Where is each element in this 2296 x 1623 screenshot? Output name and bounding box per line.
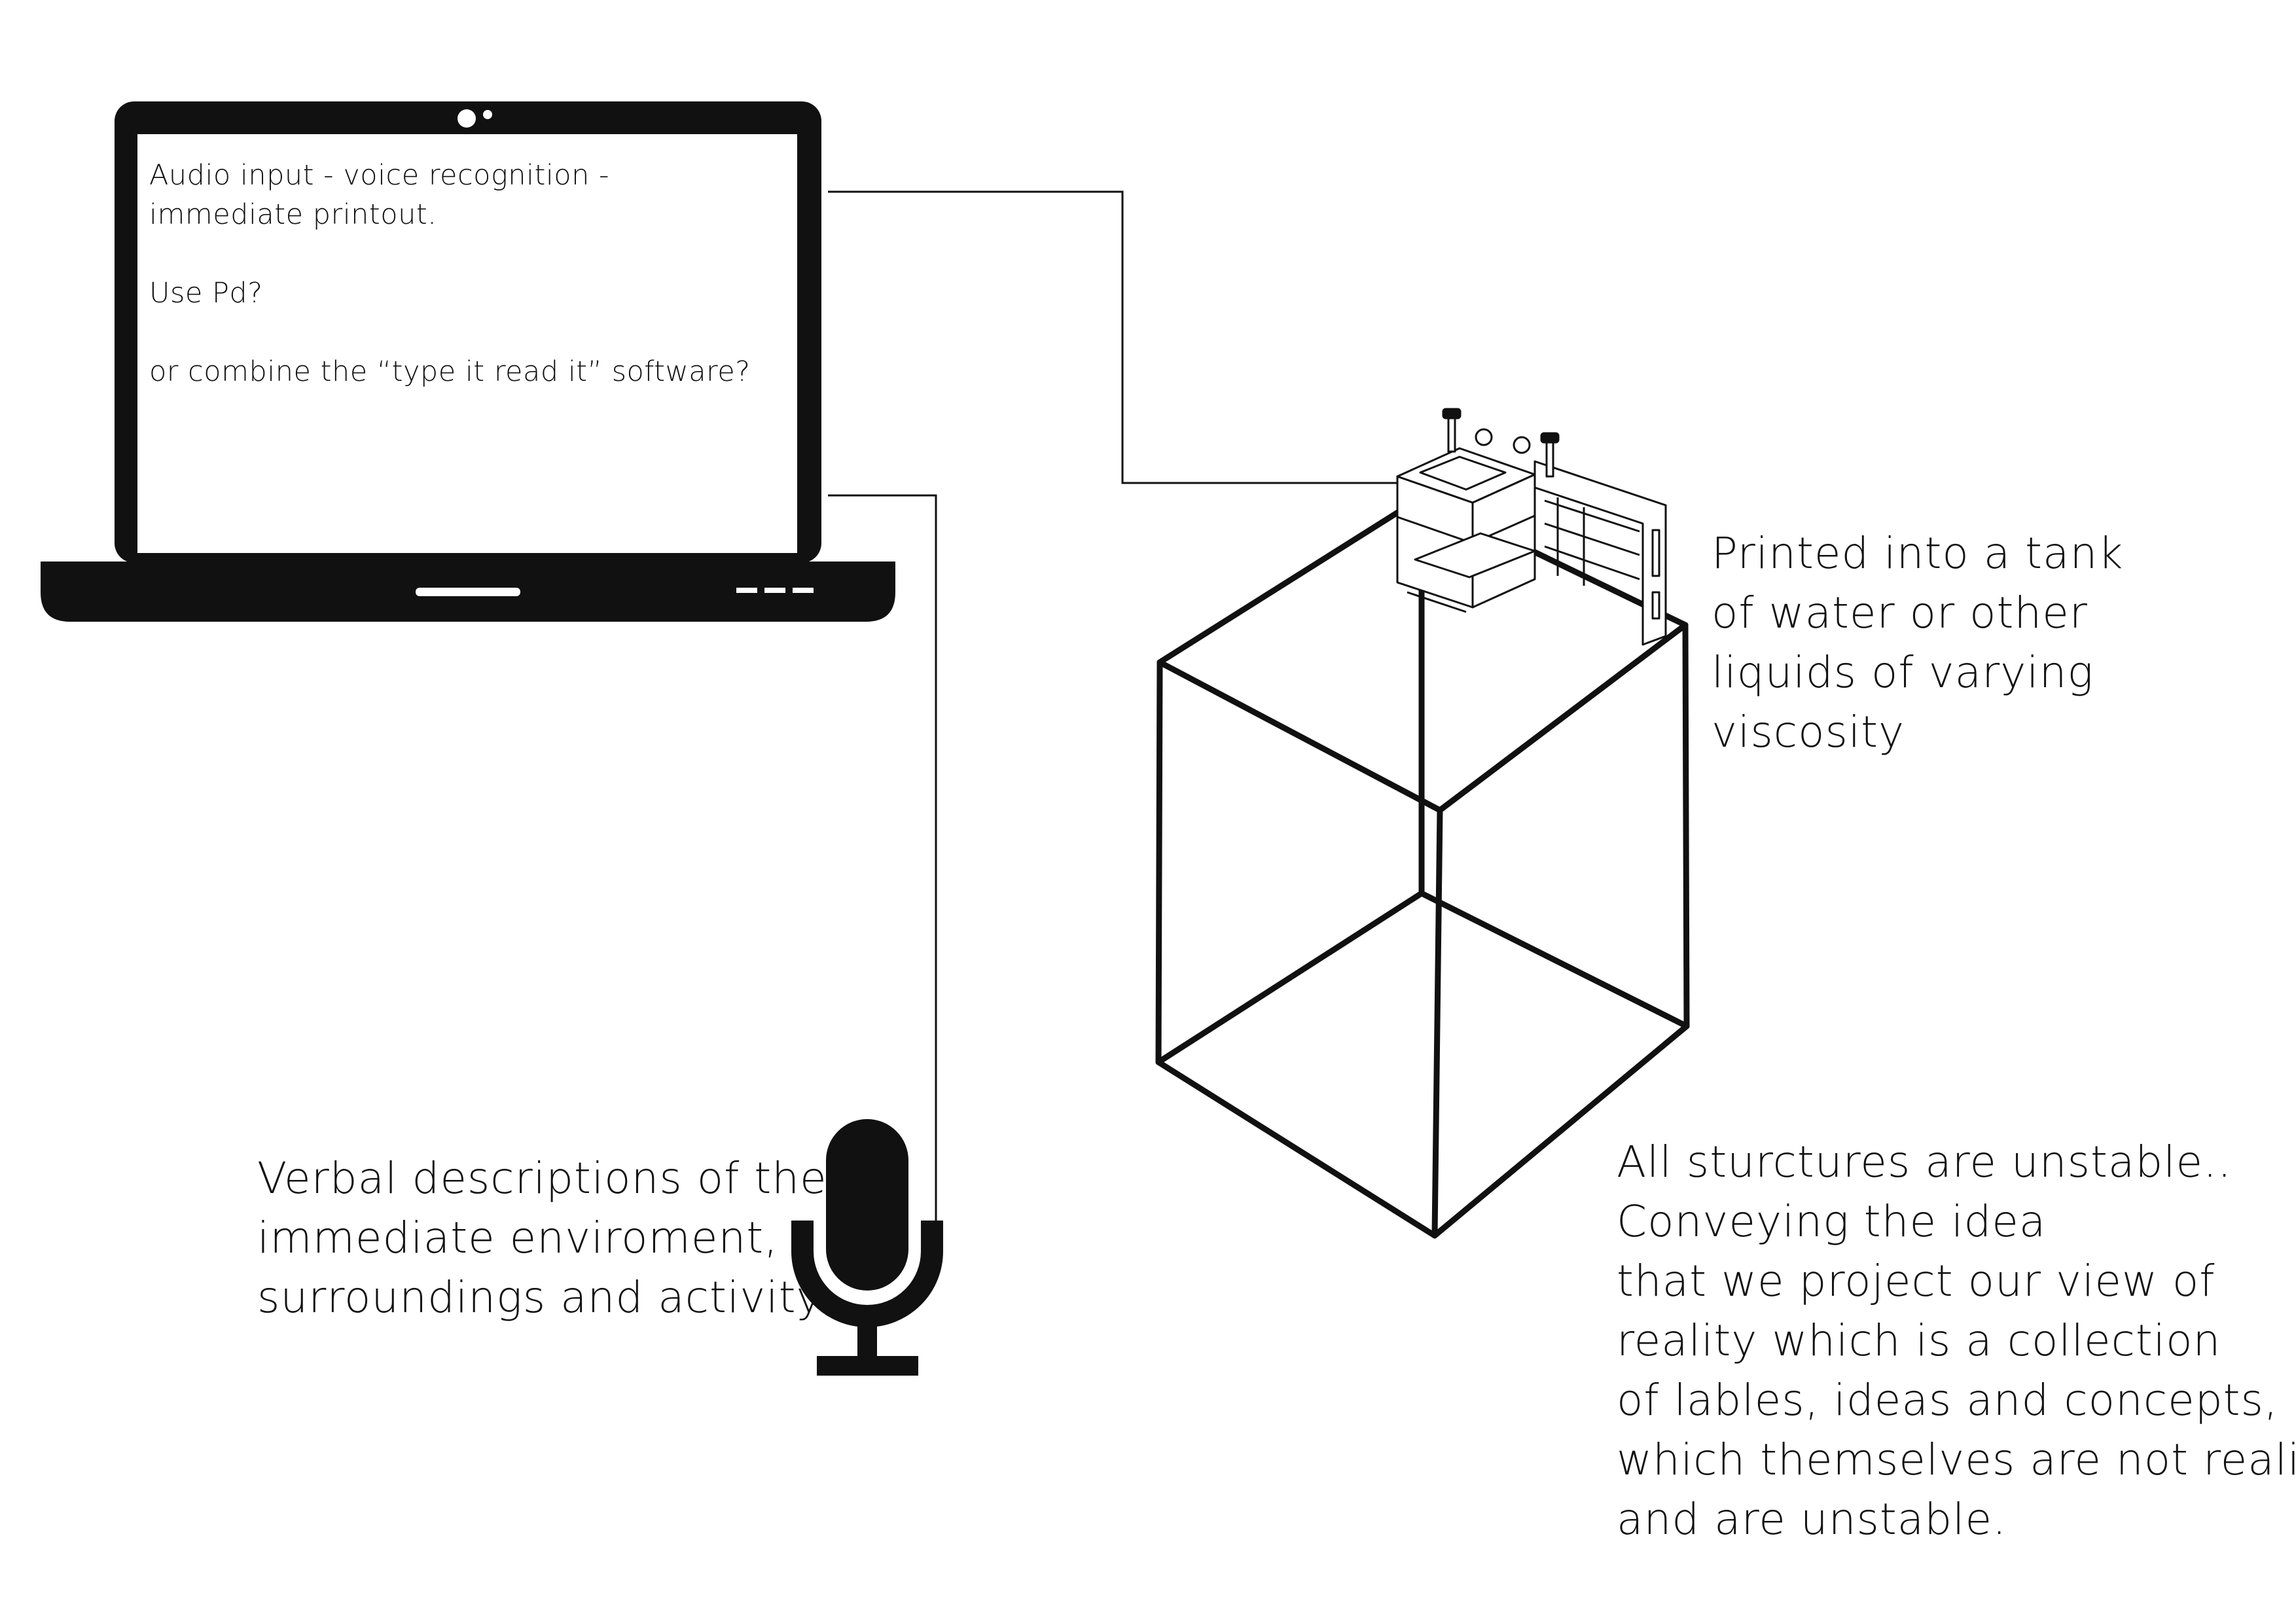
screen-gap [149,234,764,274]
printer-tray [1414,532,1536,579]
caption-microphone-line: immediate enviroment, [257,1213,779,1263]
laptop-camera [457,109,476,128]
printer-rail-slot-1 [1651,529,1660,577]
printer-knob-1 [1475,428,1493,446]
laptop-icon [41,101,895,622]
tank-edge-back-right [1431,807,1443,1239]
caption-microphone-line: Verbal descriptions of the [257,1153,827,1204]
microphone-icon [791,1119,943,1376]
caption-tank: Printed into a tank of water or other li… [1712,524,2124,762]
caption-tank-line: viscosity [1712,707,1905,757]
printer-rail-bar-1 [1544,499,1640,533]
printer-bolt-1 [1447,412,1456,453]
caption-tank-line: of water or other [1712,588,2088,638]
caption-tank-line: liquids of varying [1712,647,2094,698]
caption-microphone-line: surroundings and activity [257,1272,823,1323]
printer-rail-slot-2 [1651,591,1660,620]
caption-microphone: Verbal descriptions of the immediate env… [257,1149,827,1327]
printer-base-line [1407,591,1467,613]
caption-unstable-line: Conveying the idea [1617,1196,2047,1247]
printer-bolt-2-head [1540,432,1560,444]
tank-cube [1155,494,1690,1239]
caption-unstable: All sturctures are unstable.. Conveying … [1617,1132,2296,1549]
laptop-indicator-1 [736,588,757,593]
laptop-screen-text: Audio input - voice recognition - immedi… [149,156,764,391]
screen-gap [149,313,764,352]
microphone-base [817,1356,918,1376]
tank-bottom-face [1155,1023,1690,1239]
caption-unstable-line: of lables, ideas and concepts, [1617,1375,2278,1425]
screen-line-combine: or combine the “type it read it” softwar… [149,355,751,388]
connector-laptop-to-printer [828,190,1397,484]
caption-unstable-line: and are unstable. [1617,1494,2007,1544]
printer-body-split [1397,516,1473,544]
printer-knob-2 [1513,436,1531,454]
laptop-trackpad-slot [416,588,520,596]
caption-tank-line: Printed into a tank [1712,528,2124,579]
laptop-camera-dot [483,110,492,119]
caption-unstable-line: All sturctures are unstable.. [1617,1137,2233,1187]
laptop-indicator-2 [764,588,785,593]
microphone-capsule [826,1119,908,1291]
printer-bolt-1-head [1442,408,1462,419]
printer-rail-bar-2 [1544,522,1640,556]
screen-line-audio: Audio input - voice recognition - immedi… [149,159,610,231]
laptop-screen [137,134,797,553]
connector-laptop-to-microphone [828,494,937,1221]
caption-unstable-line: reality which is a collection [1617,1315,2221,1366]
printer-lid [1419,455,1507,491]
tank-edge-front [1155,659,1163,1065]
screen-line-pd: Use Pd? [149,277,263,310]
caption-unstable-line: which themselves are not reality [1617,1435,2296,1485]
laptop-indicator-3 [793,588,814,593]
printer-rail-frame [1534,460,1667,646]
tank-edge-right [1682,622,1690,1029]
tank-bottom-hidden [1155,890,1690,1065]
printer-rail-bar-3 [1544,545,1640,580]
caption-unstable-line: that we project our view of [1617,1256,2215,1306]
printer-icon [1396,408,1667,646]
